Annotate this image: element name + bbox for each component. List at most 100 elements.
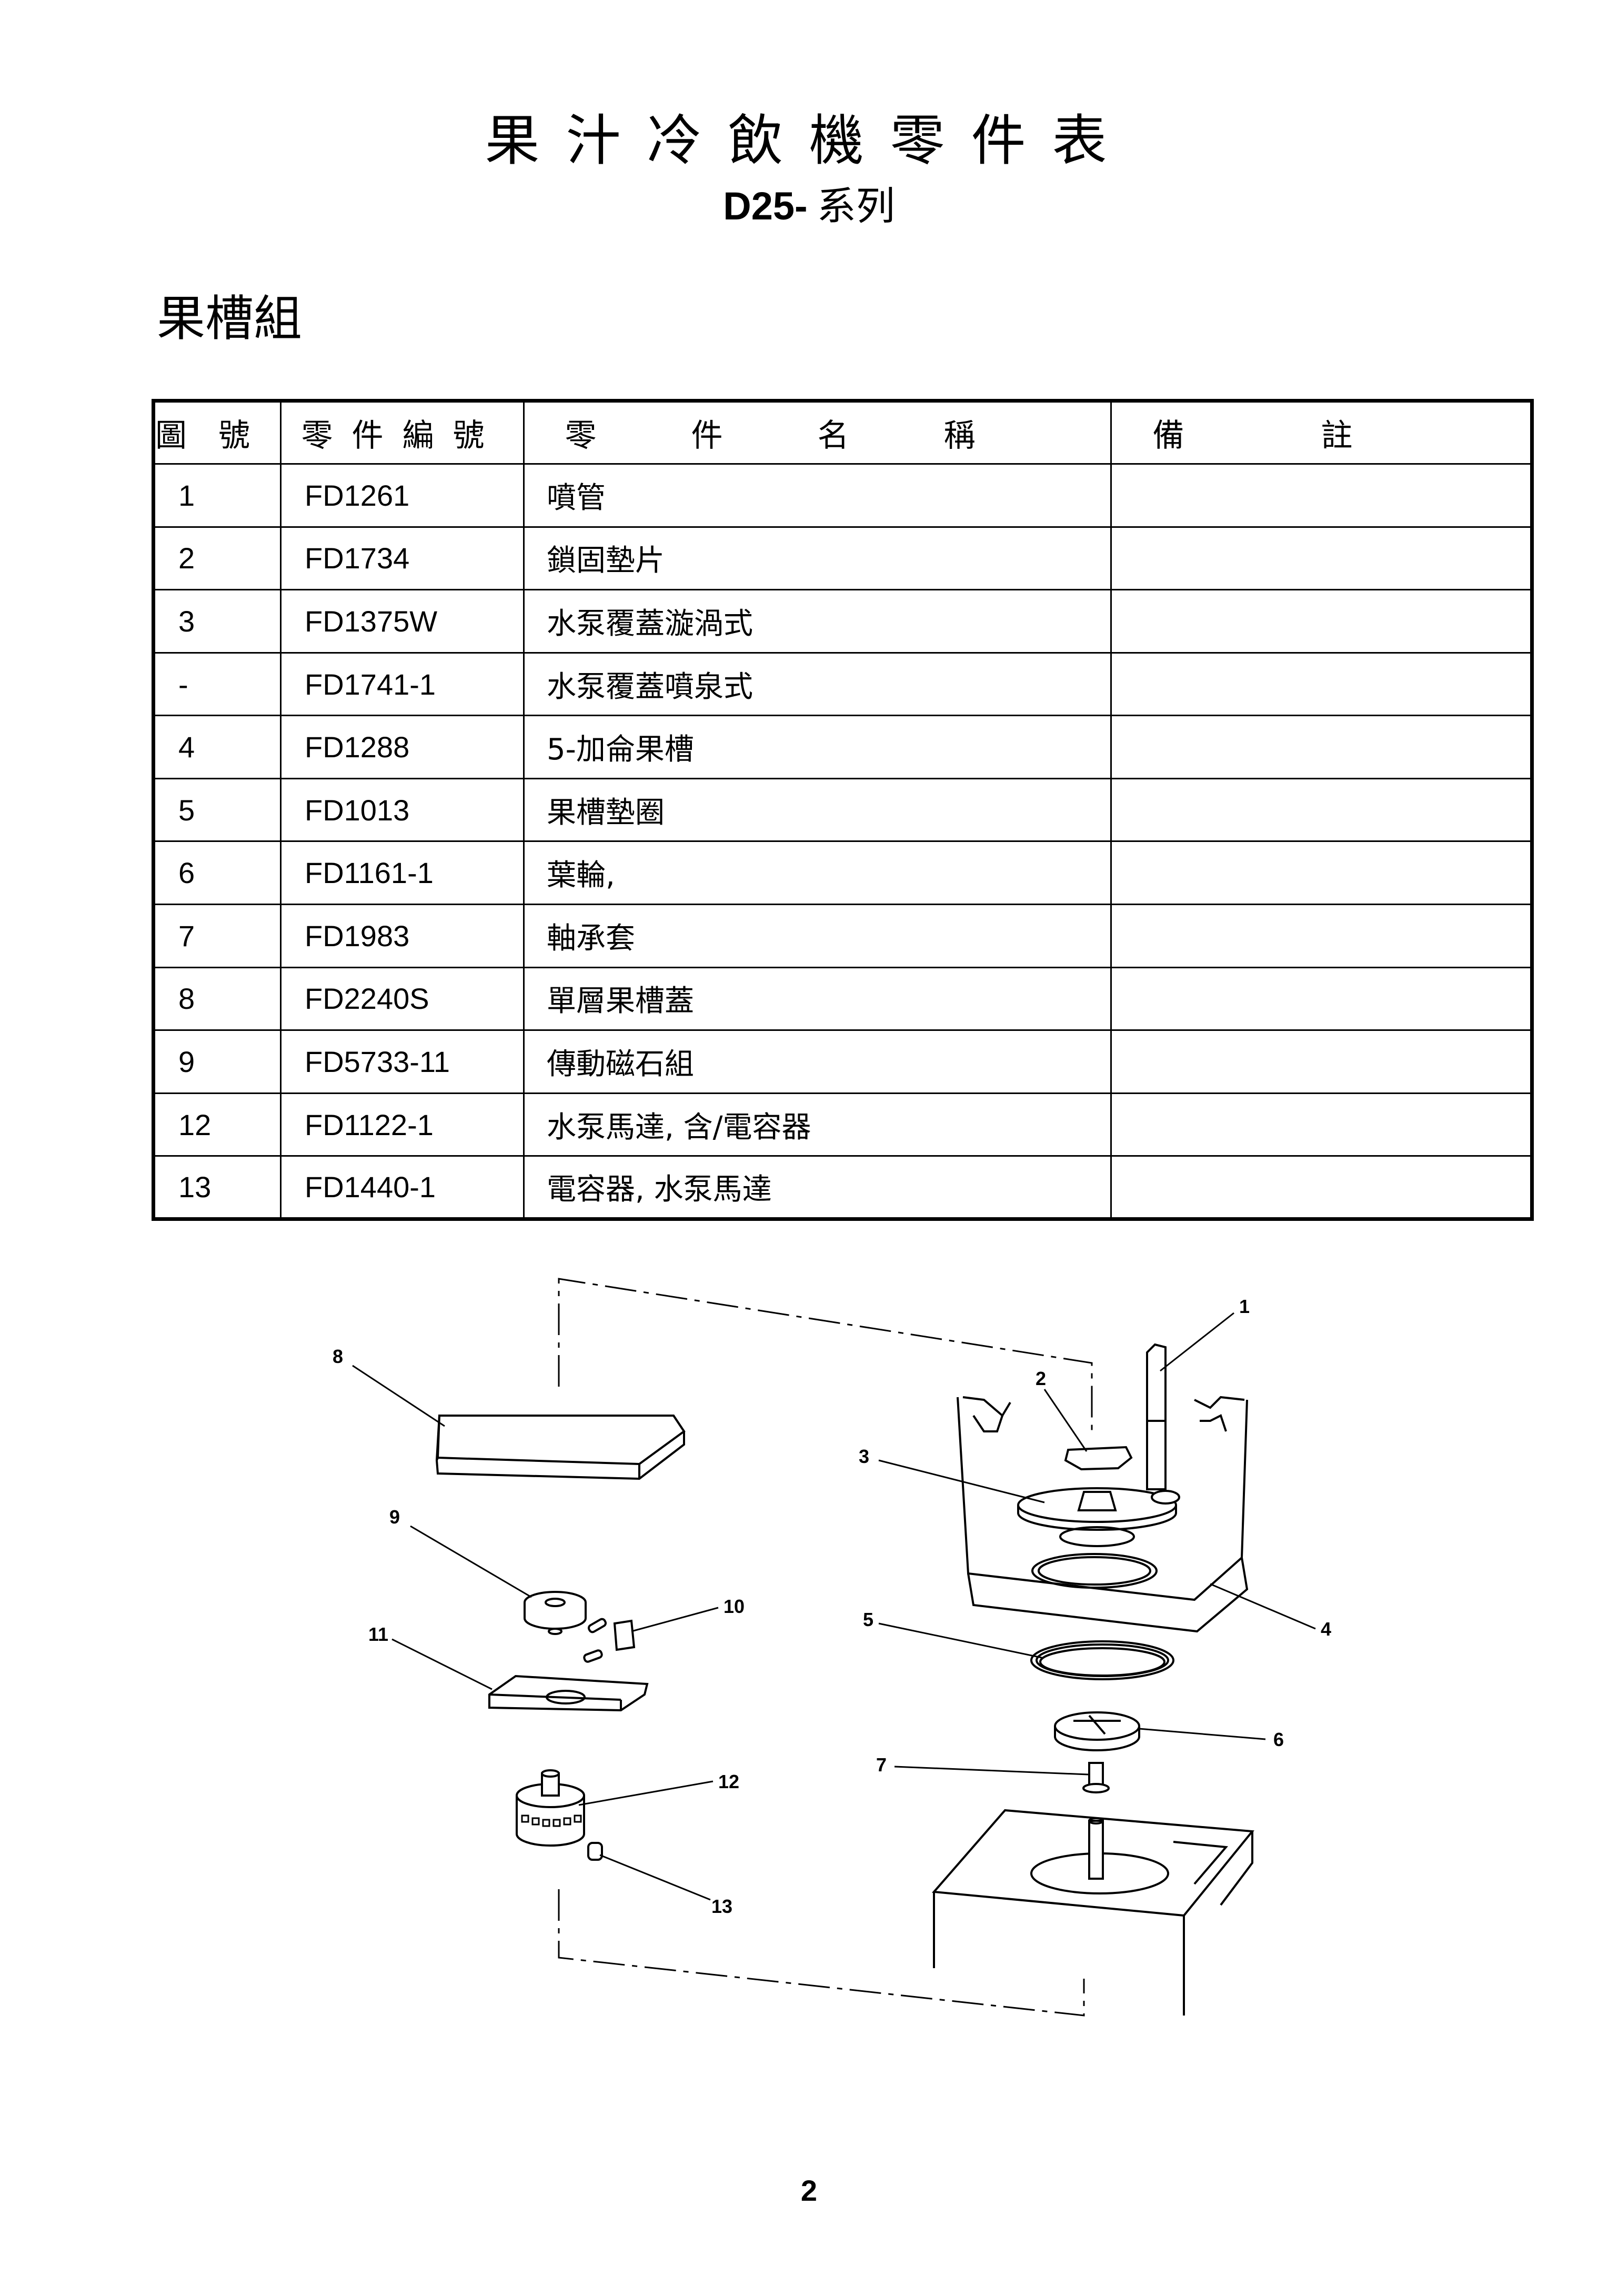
- header-remarks: 備註: [1110, 400, 1533, 465]
- callout-5: 5: [863, 1609, 873, 1630]
- leader-lines: [352, 1312, 1316, 1901]
- figure-number-cell: 8: [153, 966, 282, 1031]
- juice-tank-part-4: [957, 1396, 1249, 1633]
- remarks-cell: [1110, 1029, 1533, 1094]
- part-name-cell: 5-加侖果槽: [523, 715, 1112, 779]
- remarks-cell: [1110, 526, 1533, 591]
- figure-number-cell: 1: [153, 463, 282, 528]
- callout-12: 12: [718, 1771, 739, 1792]
- bearing-sleeve-part-7: [1082, 1762, 1110, 1793]
- part-name-cell: 葉輪,: [523, 840, 1112, 906]
- part-number-cell: FD1261: [280, 463, 525, 528]
- part-number-cell: FD2240S: [280, 966, 525, 1031]
- base-housing: [931, 1809, 1254, 2016]
- callout-13: 13: [711, 1896, 732, 1917]
- figure-number-cell: 5: [153, 777, 282, 843]
- callout-2: 2: [1036, 1368, 1046, 1389]
- remarks-cell: [1110, 1155, 1533, 1220]
- pump-cover-part-3: [1017, 1487, 1180, 1547]
- spout-part-1: [1146, 1343, 1167, 1490]
- callout-1: 1: [1239, 1296, 1250, 1317]
- part-name-cell: 傳動磁石組: [523, 1029, 1112, 1094]
- figure-number-cell: 12: [153, 1092, 282, 1157]
- tank-lid-part-8: [435, 1415, 686, 1480]
- part-name-cell: 水泵馬達, 含/電容器: [523, 1092, 1112, 1157]
- part-name-cell: 果槽墊圈: [523, 777, 1112, 843]
- figure-number-cell: 6: [153, 840, 282, 906]
- header-part-name: 零件名稱: [523, 400, 1112, 465]
- callout-7: 7: [876, 1754, 887, 1776]
- drive-magnet-part-9: [524, 1591, 587, 1635]
- assembly-guide-lines: [558, 1278, 1093, 2017]
- remarks-cell: [1110, 463, 1533, 528]
- part-number-cell: FD1741-1: [280, 651, 525, 717]
- lock-washer-part-2: [1064, 1446, 1133, 1471]
- part-number-cell: FD5733-11: [280, 1029, 525, 1094]
- part-number-cell: FD1440-1: [280, 1155, 525, 1220]
- figure-number-cell: 7: [153, 904, 282, 968]
- callout-10: 10: [723, 1596, 745, 1617]
- callout-6: 6: [1273, 1729, 1284, 1750]
- section-title: 果槽組: [157, 290, 303, 347]
- remarks-cell: [1110, 1092, 1533, 1157]
- remarks-cell: [1110, 840, 1533, 906]
- capacitor-part-13: [587, 1842, 603, 1861]
- figure-number-cell: 4: [153, 715, 282, 779]
- table-header-row: 圖號 零件編號 零件名稱 備註: [153, 400, 1533, 465]
- tank-gasket-part-5: [1030, 1640, 1174, 1680]
- remarks-cell: [1110, 777, 1533, 843]
- page-number: 2: [800, 2174, 818, 2207]
- callout-4: 4: [1321, 1618, 1331, 1640]
- remarks-cell: [1110, 651, 1533, 717]
- pins-part-10: [583, 1618, 636, 1663]
- model-number: D25-: [723, 184, 808, 228]
- header-part-number: 零件編號: [280, 400, 525, 465]
- part-number-cell: FD1013: [280, 777, 525, 843]
- remarks-cell: [1110, 589, 1533, 654]
- part-number-cell: FD1983: [280, 904, 525, 968]
- document-subtitle: D25-系列: [0, 187, 1618, 226]
- part-number-cell: FD1161-1: [280, 840, 525, 906]
- part-number-cell: FD1288: [280, 715, 525, 779]
- remarks-cell: [1110, 966, 1533, 1031]
- part-number-cell: FD1734: [280, 526, 525, 591]
- part-name-cell: 軸承套: [523, 904, 1112, 968]
- part-name-cell: 電容器, 水泵馬達: [523, 1155, 1112, 1220]
- part-name-cell: 鎖固墊片: [523, 526, 1112, 591]
- part-number-cell: FD1122-1: [280, 1092, 525, 1157]
- callout-8: 8: [333, 1346, 343, 1367]
- series-label: 系列: [817, 184, 895, 229]
- document-title: 果汁冷飲機零件表: [485, 108, 1133, 173]
- part-name-cell: 噴管: [523, 463, 1112, 528]
- header-figure-number: 圖號: [153, 400, 282, 465]
- impeller-part-6: [1054, 1711, 1140, 1751]
- remarks-cell: [1110, 904, 1533, 968]
- figure-number-cell: -: [153, 651, 282, 717]
- figure-number-cell: 13: [153, 1155, 282, 1220]
- figure-number-cell: 3: [153, 589, 282, 654]
- part-name-cell: 水泵覆蓋漩渦式: [523, 589, 1112, 654]
- callout-3: 3: [859, 1446, 869, 1467]
- figure-number-cell: 2: [153, 526, 282, 591]
- part-name-cell: 單層果槽蓋: [523, 966, 1112, 1031]
- callout-11: 11: [368, 1623, 388, 1645]
- exploded-parts-diagram: 8 9 10 11 12 13 1 2 3 4 5 6 7: [333, 1278, 1331, 2017]
- callout-9: 9: [389, 1506, 400, 1528]
- figure-number-cell: 9: [153, 1029, 282, 1094]
- pump-motor-part-12: [516, 1769, 585, 1847]
- part-number-cell: FD1375W: [280, 589, 525, 654]
- bracket-part-11: [488, 1675, 649, 1712]
